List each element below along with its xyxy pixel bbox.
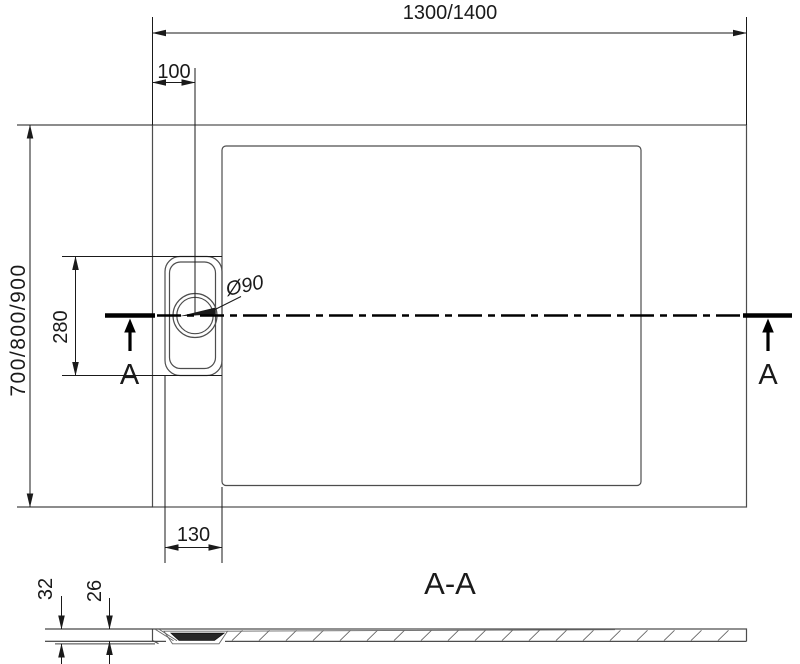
drain-cover-section	[169, 632, 226, 641]
section-view: A-A 32 26	[35, 566, 748, 664]
section-arrow-right	[762, 318, 774, 333]
section-cut-line: A A	[105, 313, 792, 391]
dim-drain-span: 280	[50, 256, 222, 376]
section-profile	[151, 628, 748, 645]
dim-depth: 700/800/900	[7, 124, 153, 508]
leader-arrow	[179, 307, 215, 317]
dim-channel-width-label: 130	[177, 524, 210, 546]
dim-heights: 32 26	[35, 578, 155, 664]
dim-channel-width: 130	[164, 376, 223, 563]
dim-overall-height-label: 32	[35, 578, 57, 600]
dim-drain-offset: 100	[152, 61, 196, 316]
dim-depth-label: 700/800/900	[7, 263, 30, 396]
section-letter-left: A	[120, 359, 140, 391]
floor-slope-line	[227, 629, 616, 632]
dim-base-height-label: 26	[84, 580, 106, 602]
section-arrow-left	[124, 318, 136, 333]
dim-width-label: 1300/1400	[403, 2, 498, 24]
section-title: A-A	[424, 566, 476, 601]
dim-drain-diameter-label: Ø90	[223, 271, 266, 301]
dim-drain-span-label: 280	[50, 310, 72, 343]
top-view: 1300/1400 100 700/800/900 280 130	[7, 2, 792, 563]
drain-recess-outline	[163, 630, 229, 645]
hatch-pattern	[231, 629, 729, 641]
dim-drain-offset-label: 100	[157, 61, 190, 83]
section-letter-right: A	[758, 359, 778, 391]
dim-width: 1300/1400	[152, 2, 747, 125]
